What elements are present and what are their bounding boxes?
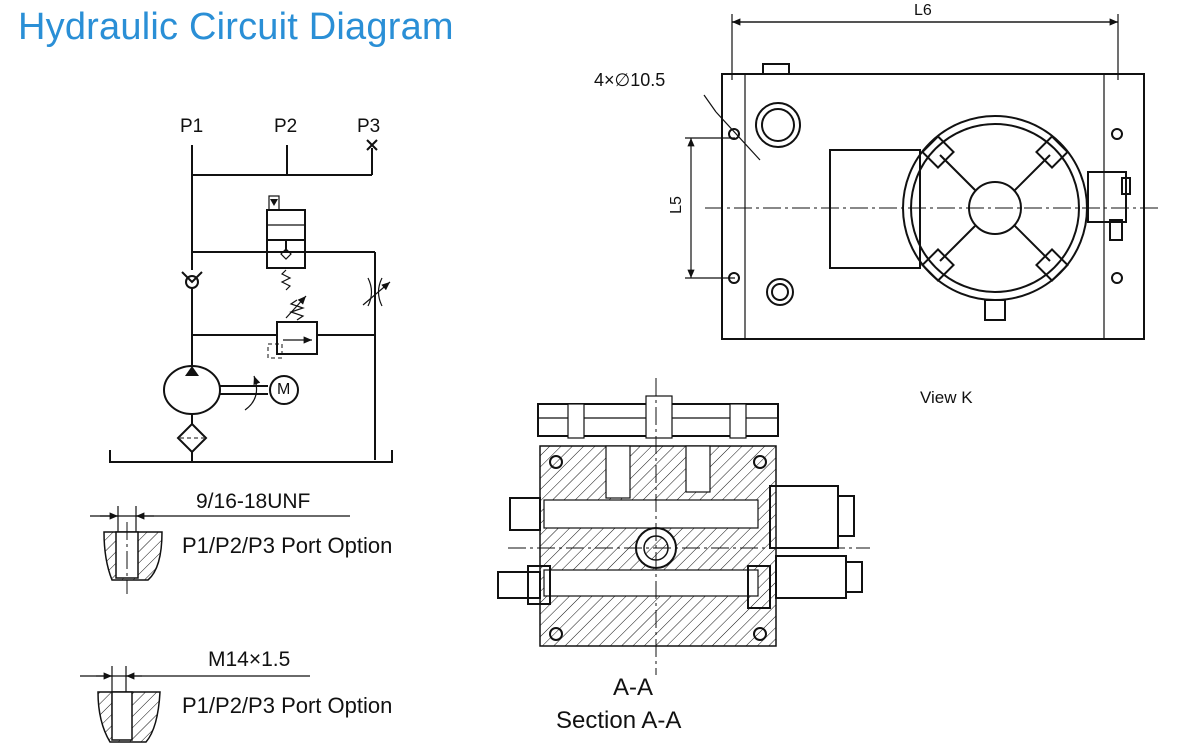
section-a-a-drawing [497, 378, 870, 675]
port-option-2-thread: M14×1.5 [208, 648, 291, 671]
view-k-drawing [685, 14, 1160, 340]
page-title: Hydraulic Circuit Diagram [18, 6, 454, 48]
port-option-1-drawing [90, 506, 350, 594]
port-label-p2: P2 [274, 116, 298, 137]
motor-symbol-label: M [277, 381, 291, 398]
section-mark: A-A [613, 674, 654, 701]
section-caption: Section A-A [556, 707, 682, 734]
filter-symbol [176, 422, 208, 454]
hydraulic-circuit [109, 139, 393, 463]
port-label-p3: P3 [357, 116, 381, 137]
port-option-1-label: P1/P2/P3 Port Option [182, 533, 393, 558]
port-option-2-drawing [80, 666, 310, 743]
port-label-p1: P1 [180, 116, 204, 137]
view-k-caption: View K [920, 388, 973, 407]
holes-callout: 4×∅10.5 [594, 70, 666, 90]
relief-valve-symbol [267, 295, 318, 359]
tank-symbol [109, 450, 393, 463]
dimension-l5: L5 [667, 196, 685, 214]
port-option-1-thread: 9/16-18UNF [196, 490, 311, 513]
motor-symbol [269, 375, 299, 405]
check-valve-symbol [181, 271, 203, 289]
dimension-l6: L6 [914, 2, 932, 19]
pump-symbol [163, 365, 268, 415]
port-option-2-label: P1/P2/P3 Port Option [182, 693, 393, 718]
throttle-valve-symbol [362, 277, 391, 307]
